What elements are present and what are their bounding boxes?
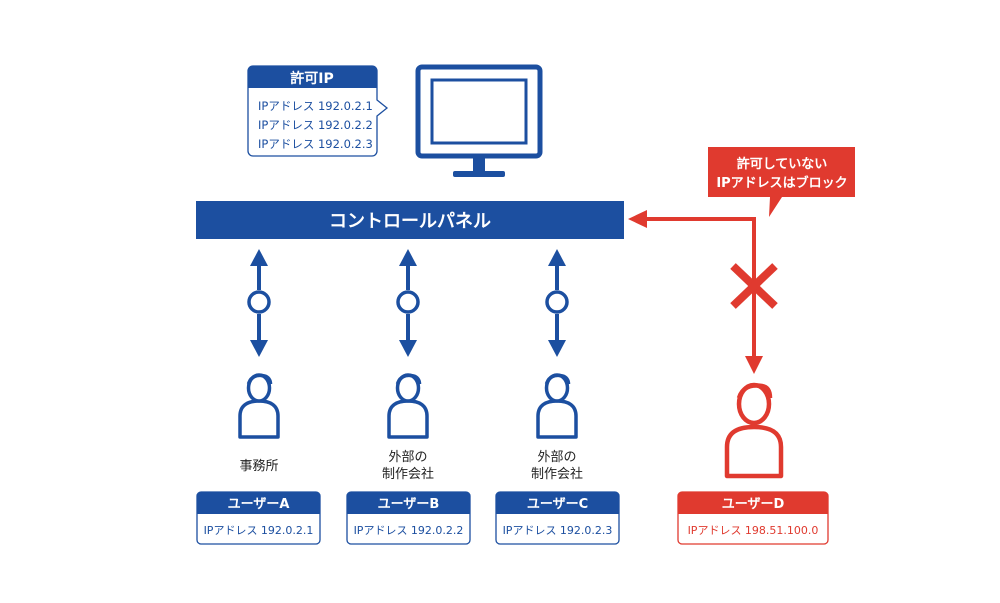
user-b-person-icon bbox=[387, 373, 429, 439]
allowed-circle-icon bbox=[545, 290, 569, 314]
user-d-card: ユーザーD IPアドレス 198.51.100.0 bbox=[677, 491, 829, 545]
blocked-arrowhead-left bbox=[628, 210, 647, 228]
blocked-route-line bbox=[645, 217, 756, 362]
blocked-cross-icon bbox=[730, 263, 778, 309]
allowed-ip-box-header bbox=[248, 66, 377, 88]
user-a-person-icon bbox=[238, 373, 280, 439]
allowed-ip-title: 許可IP bbox=[290, 70, 333, 87]
block-callout-line-1: 許可していない bbox=[737, 156, 828, 172]
user-a-org-label: 事務所 bbox=[239, 459, 278, 474]
control-panel-bar: コントロールパネル bbox=[196, 201, 624, 239]
blocked-route: × bbox=[628, 210, 778, 374]
user-a-name: ユーザーA bbox=[228, 497, 290, 512]
user-a-ip: IPアドレス 192.0.2.1 bbox=[204, 524, 314, 537]
user-c-ip: IPアドレス 192.0.2.3 bbox=[503, 524, 613, 537]
user-b-org-label-line-2: 制作会社 bbox=[382, 466, 434, 482]
user-c-card: ユーザーC IPアドレス 192.0.2.3 bbox=[495, 491, 620, 545]
user-b-ip: IPアドレス 192.0.2.2 bbox=[354, 524, 464, 537]
blocked-arrowhead-down bbox=[745, 356, 763, 374]
user-b-card: ユーザーB IPアドレス 192.0.2.2 bbox=[346, 491, 471, 545]
user-b-org-label-line-1: 外部の bbox=[388, 450, 427, 465]
user-c-name: ユーザーC bbox=[527, 497, 588, 512]
user-c-org-label-line-2: 制作会社 bbox=[531, 466, 583, 482]
user-a-card: ユーザーA IPアドレス 192.0.2.1 bbox=[196, 491, 321, 545]
allowed-connection-a bbox=[247, 249, 271, 357]
block-callout-bubble bbox=[708, 147, 855, 217]
allowed-ip-line-1: IPアドレス 192.0.2.1 bbox=[258, 99, 373, 113]
user-d-person-icon bbox=[724, 382, 784, 479]
user-d-ip: IPアドレス 198.51.100.0 bbox=[688, 524, 819, 537]
user-b-name: ユーザーB bbox=[378, 497, 440, 512]
allowed-ip-line-3: IPアドレス 192.0.2.3 bbox=[258, 137, 373, 151]
allowed-connection-b bbox=[396, 249, 420, 357]
allowed-connection-c bbox=[545, 249, 569, 357]
user-d-name: ユーザーD bbox=[722, 497, 785, 512]
user-c-org-label-line-1: 外部の bbox=[537, 450, 576, 465]
allowed-ip-line-2: IPアドレス 192.0.2.2 bbox=[258, 118, 373, 132]
allowed-circle-icon bbox=[396, 290, 420, 314]
user-c-person-icon bbox=[536, 373, 578, 439]
block-callout: 許可していない IPアドレスはブロック bbox=[708, 147, 855, 217]
allowed-circle-icon bbox=[247, 290, 271, 314]
allowed-ip-box: 許可IP IPアドレス 192.0.2.1 IPアドレス 192.0.2.2 I… bbox=[247, 65, 389, 157]
monitor-icon bbox=[415, 64, 543, 177]
control-panel-label: コントロールパネル bbox=[329, 211, 491, 232]
block-callout-line-2: IPアドレスはブロック bbox=[716, 175, 847, 191]
